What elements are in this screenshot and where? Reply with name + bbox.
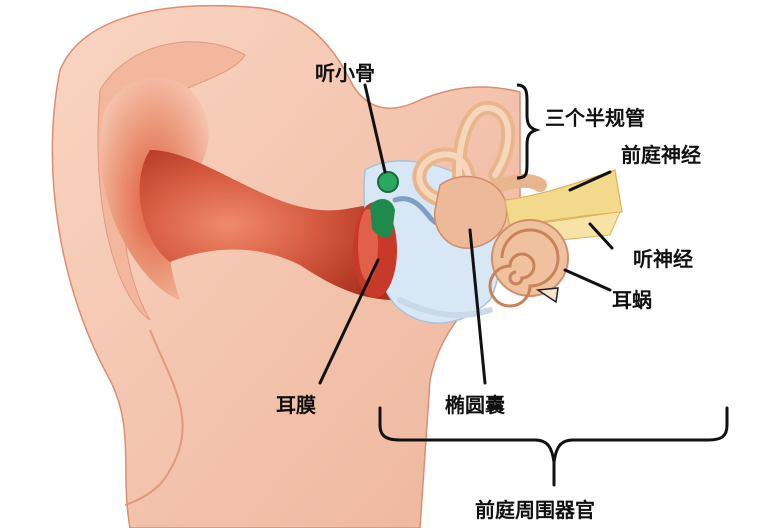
- ossicle-green: [370, 198, 395, 238]
- label-vestibular-organ: 前庭周围器官: [475, 498, 595, 522]
- leader-lines: [318, 83, 614, 385]
- ossicle-ball: [377, 171, 399, 193]
- inner-tube: [397, 297, 493, 319]
- cochlea-shape: [488, 219, 569, 308]
- ear-canal: [139, 150, 395, 300]
- bottom-brace: [378, 406, 729, 487]
- vestibule-body: [433, 175, 508, 249]
- label-vestibular-nerve: 前庭神经: [621, 143, 701, 167]
- label-cochlea: 耳蜗: [612, 288, 652, 312]
- label-ossicles: 听小骨: [315, 61, 375, 85]
- canal-brace: [516, 83, 541, 180]
- label-utricle: 椭圆囊: [445, 393, 505, 417]
- label-auditory-nerve: 听神经: [633, 247, 693, 271]
- label-eardrum: 耳膜: [276, 393, 316, 417]
- label-semicircular-canals: 三个半规管: [545, 106, 645, 130]
- ear-lobe: [124, 329, 184, 506]
